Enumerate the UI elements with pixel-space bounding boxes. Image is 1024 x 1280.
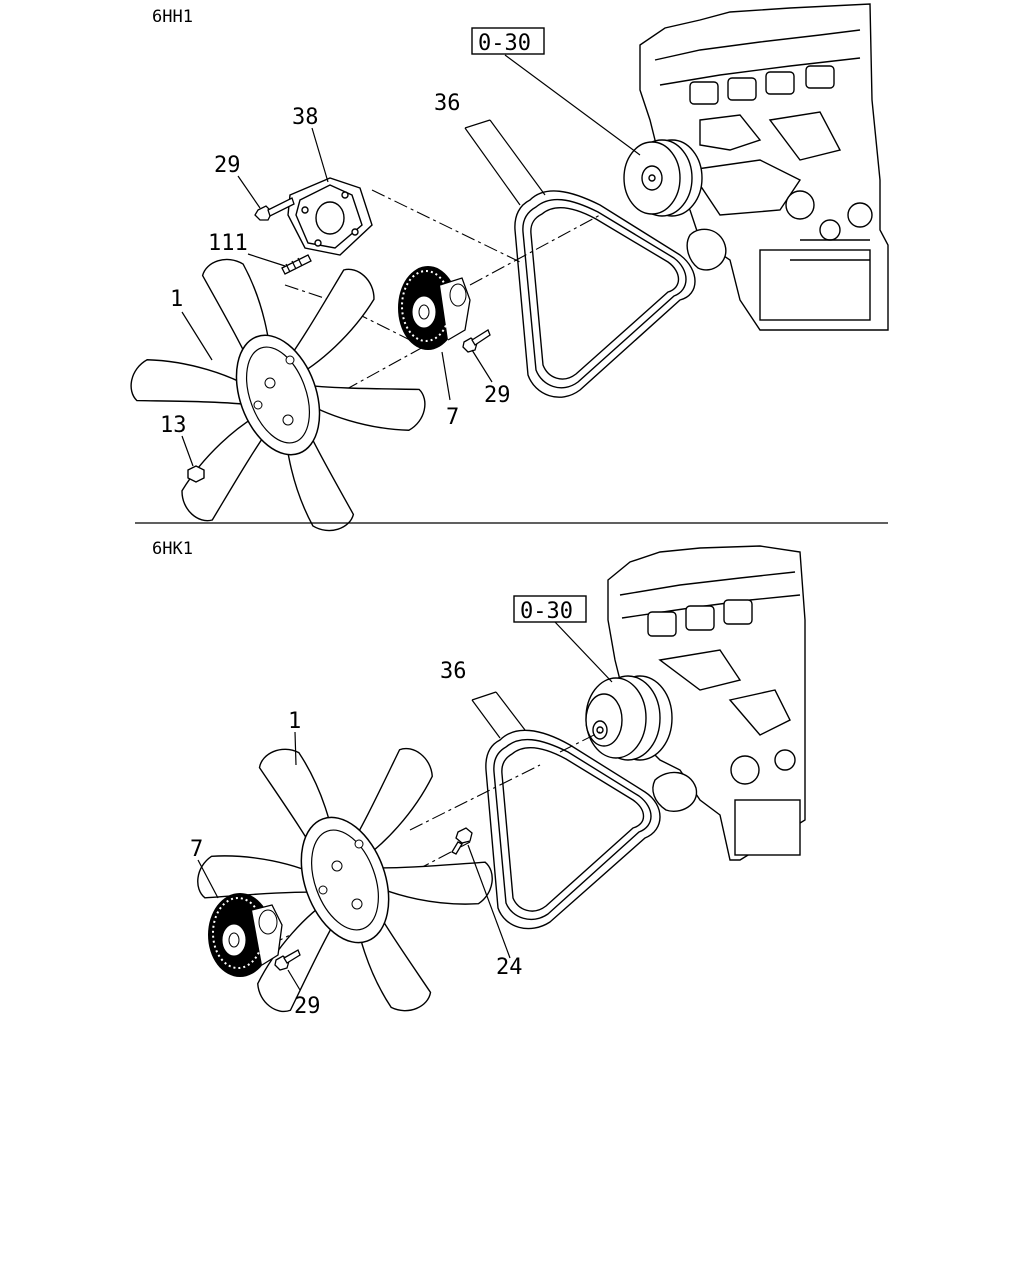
engine-block: [607, 545, 806, 861]
callout-label: 36: [440, 659, 467, 684]
stud: [281, 254, 312, 275]
v-belt: [485, 729, 661, 930]
bolt: [254, 197, 295, 221]
callout-label: 111: [208, 231, 248, 256]
bolt: [462, 329, 491, 353]
callout-label: 36: [434, 91, 461, 116]
v-belt: [514, 190, 696, 398]
fan-bracket: [287, 177, 373, 256]
cooling-fan: [127, 251, 429, 539]
reference-label: 0-30: [478, 31, 531, 56]
callout-label: 38: [292, 105, 319, 130]
reference-label: 0-30: [520, 599, 573, 624]
callout-label: 7: [446, 405, 459, 430]
reference-box[interactable]: 0-30: [471, 27, 545, 56]
nut: [187, 465, 205, 483]
callout-label: 1: [170, 287, 183, 312]
crank-pulley: [623, 139, 703, 217]
callout-label: 13: [160, 413, 187, 438]
bolt: [274, 949, 301, 971]
cooling-fan: [195, 740, 495, 1020]
leader-line: [554, 621, 613, 683]
callout-label: 1: [288, 709, 301, 734]
fan-clutch: [208, 893, 283, 977]
section-title: 6HH1: [152, 7, 193, 27]
callout-label: 29: [484, 383, 511, 408]
section-6hk1: 6HK1 0-30: [152, 539, 806, 1020]
section-6hh1: 6HH1: [127, 3, 889, 539]
callout-label: 24: [496, 955, 523, 980]
callout-label: 29: [214, 153, 241, 178]
callout-label: 29: [294, 994, 321, 1019]
fan-clutch: [398, 266, 471, 350]
crank-pulley: [585, 675, 673, 761]
section-title: 6HK1: [152, 539, 193, 559]
callout-label: 7: [190, 837, 203, 862]
leader-line: [504, 54, 641, 156]
reference-box[interactable]: 0-30: [513, 595, 587, 624]
engine-block: [639, 3, 889, 331]
bolt: [451, 827, 473, 855]
